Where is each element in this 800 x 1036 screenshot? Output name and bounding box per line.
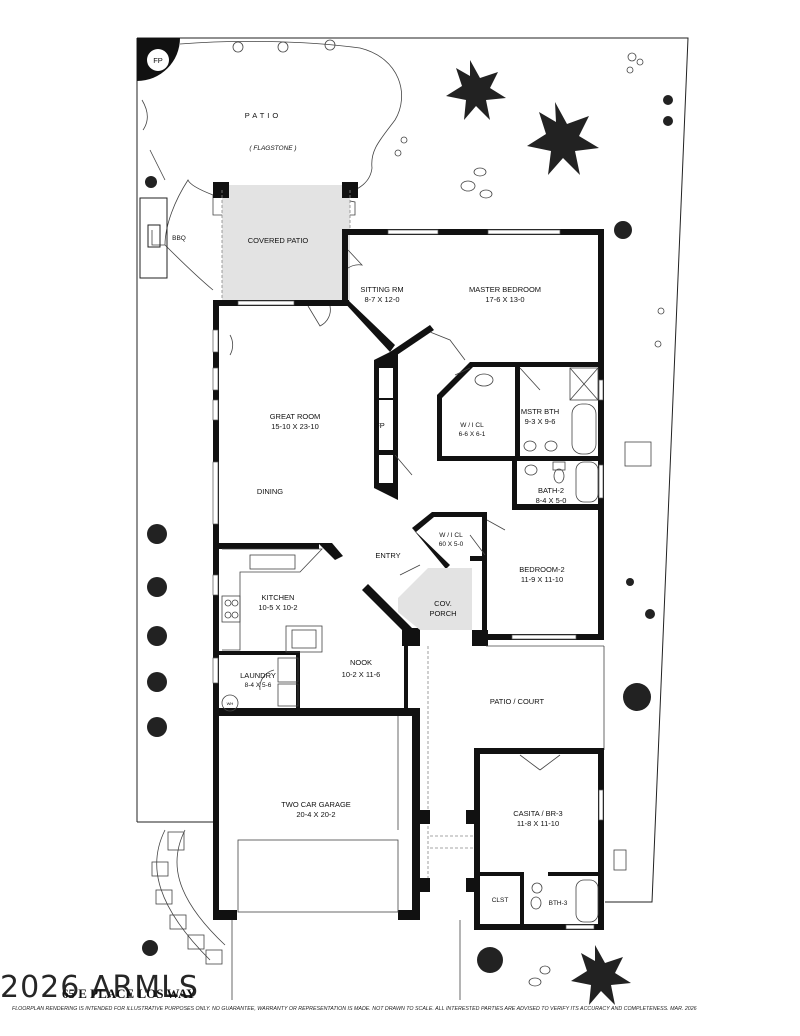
watermark: 2026 ARMLS	[0, 970, 199, 1005]
room-labels: FP PATIO ( FLAGSTONE ) BBQ COVERED PATIO…	[153, 56, 568, 907]
wh-label: WH	[227, 701, 234, 706]
sink-icon	[249, 440, 558, 894]
bbq-counter	[139, 197, 168, 279]
nook-dims: 10-2 X 11-6	[342, 670, 381, 679]
kitchen-counter	[222, 548, 323, 653]
patio-note: ( FLAGSTONE )	[249, 145, 296, 152]
great-room-label: GREAT ROOM	[270, 412, 321, 421]
shower-icon	[569, 367, 599, 401]
small-plant-icon	[394, 52, 665, 987]
post	[213, 182, 229, 198]
garage-door	[237, 839, 399, 913]
garage-label: TWO CAR GARAGE	[281, 800, 351, 809]
covered-patio-label: COVERED PATIO	[248, 236, 309, 245]
wic-2-label: W / I CL	[439, 532, 463, 539]
mstr-bth-dims: 9-3 X 9-6	[525, 417, 556, 426]
wic-master-label: W / I CL	[460, 422, 484, 429]
master-bedroom-dims: 17-6 X 13-0	[485, 295, 524, 304]
house-walls	[213, 229, 604, 920]
patio-court-outline	[427, 645, 605, 880]
bath-2-dims: 8-4 X 5-0	[536, 496, 567, 505]
bathtub-icon	[571, 403, 599, 923]
laundry-dims: 8-4 X 5-6	[245, 682, 272, 689]
kitchen-dims: 10-5 X 10-2	[258, 603, 297, 612]
bath-2-label: BATH-2	[538, 486, 564, 495]
laundry-label: LAUNDRY	[240, 671, 276, 680]
sitting-rm-dims: 8-7 X 12-0	[364, 295, 399, 304]
walkway-posts	[418, 810, 478, 892]
bbq-label: BBQ	[172, 235, 186, 242]
mstr-bth-label: MSTR BTH	[521, 407, 559, 416]
casita-walls	[474, 748, 604, 930]
garage-dims: 20-4 X 20-2	[296, 810, 335, 819]
bedroom-2-dims: 11-9 X 11-10	[521, 575, 563, 584]
door-swing-icon	[229, 249, 541, 691]
stove-icon	[221, 595, 241, 623]
bbq-grill	[147, 224, 161, 248]
driveway	[231, 920, 461, 1000]
covered-patio-area	[222, 185, 350, 303]
sitting-rm-label: SITTING RM	[360, 285, 403, 294]
cov-porch-area	[398, 568, 472, 630]
kitchen-label: KITCHEN	[262, 593, 295, 602]
fireplace-label: FP	[375, 421, 385, 430]
master-bedroom-label: MASTER BEDROOM	[469, 285, 541, 294]
disclaimer: FLOORPLAN RENDERING IS INTENDED FOR ILLU…	[12, 1006, 697, 1012]
patio-pavers	[232, 39, 336, 53]
outdoor-fp-label: FP	[153, 56, 163, 65]
shrub-icon	[142, 95, 673, 973]
windows	[212, 229, 604, 684]
laundry-appliances	[221, 657, 299, 712]
great-room-dims: 15-10 X 23-10	[271, 422, 319, 431]
entry-label: ENTRY	[375, 551, 400, 560]
casita-dims: 11-8 X 11-10	[517, 819, 559, 828]
lot-boundary	[136, 37, 689, 903]
wic-master-dims: 6-6 X 6-1	[459, 431, 486, 438]
nook-label: NOOK	[350, 658, 372, 667]
street-name: 65 E PLACE LOS WAY	[62, 986, 196, 1001]
patio-label: PATIO	[245, 111, 281, 120]
bth-3-label: BTH-3	[549, 900, 568, 907]
dining-label: DINING	[257, 487, 283, 496]
cov-porch-label: COV.	[434, 599, 452, 608]
tree-icon	[446, 60, 631, 1005]
patio-court-label: PATIO / COURT	[490, 697, 545, 706]
walkway-pavers	[151, 829, 226, 965]
casita-label: CASITA / BR-3	[513, 809, 562, 818]
cov-porch-label-2: PORCH	[429, 609, 456, 618]
outdoor-fireplace-icon	[137, 38, 180, 81]
bedroom-2-label: BEDROOM-2	[519, 565, 564, 574]
wic-2-dims: 60 X 5-0	[439, 541, 464, 548]
clst-label: CLST	[492, 897, 509, 904]
toilet-icon	[474, 373, 566, 910]
patio-curve	[141, 99, 148, 131]
